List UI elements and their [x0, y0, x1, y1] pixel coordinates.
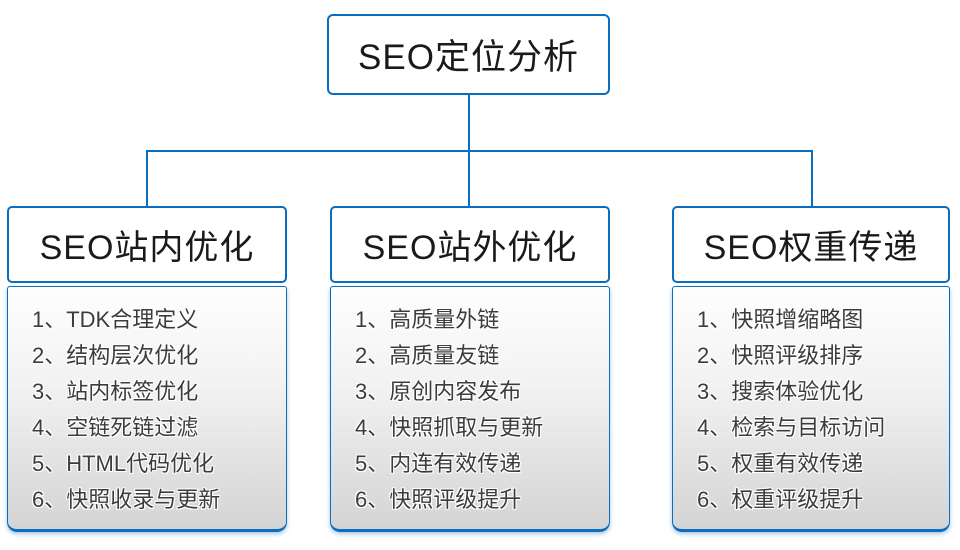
branch-item: 2、快照评级排序: [697, 343, 864, 368]
branch-header-weight: SEO权重传递: [672, 206, 950, 283]
connector-root-stem: [468, 95, 470, 152]
branch-list-offsite: 1、高质量外链 2、高质量友链 3、原创内容发布 4、快照抓取与更新 5、内连有…: [330, 286, 610, 532]
branch-header-onsite: SEO站内优化: [7, 206, 287, 283]
connector-horizontal: [146, 150, 813, 152]
branch-item: 1、TDK合理定义: [32, 307, 199, 332]
branch-title: SEO站内优化: [39, 229, 255, 267]
root-node-label: SEO定位分析: [358, 38, 579, 77]
branch-item: 4、检索与目标访问: [697, 415, 886, 440]
branch-item: 5、权重有效传递: [697, 451, 864, 476]
branch-title: SEO权重传递: [703, 229, 919, 267]
branch-item: 6、快照收录与更新: [32, 487, 221, 512]
branch-title: SEO站外优化: [362, 229, 578, 267]
branch-item: 5、HTML代码优化: [32, 451, 215, 476]
branch-item: 1、快照增缩略图: [697, 307, 864, 332]
branch-header-offsite: SEO站外优化: [330, 206, 610, 283]
branch-item: 6、权重评级提升: [697, 487, 864, 512]
branch-item: 2、高质量友链: [355, 343, 500, 368]
branch-list-onsite: 1、TDK合理定义 2、结构层次优化 3、站内标签优化 4、空链死链过滤 5、H…: [7, 286, 287, 532]
branch-item: 5、内连有效传递: [355, 451, 522, 476]
root-node: SEO定位分析: [327, 14, 610, 95]
branch-item: 4、快照抓取与更新: [355, 415, 544, 440]
branch-item: 3、站内标签优化: [32, 379, 199, 404]
branch-item: 2、结构层次优化: [32, 343, 199, 368]
branch-item: 3、搜索体验优化: [697, 379, 864, 404]
connector-drop-right: [811, 150, 813, 206]
branch-item: 4、空链死链过滤: [32, 415, 199, 440]
connector-drop-middle: [468, 150, 470, 206]
branch-list-weight: 1、快照增缩略图 2、快照评级排序 3、搜索体验优化 4、检索与目标访问 5、权…: [672, 286, 950, 532]
branch-item: 1、高质量外链: [355, 307, 500, 332]
connector-drop-left: [146, 150, 148, 206]
branch-item: 6、快照评级提升: [355, 487, 522, 512]
branch-item: 3、原创内容发布: [355, 379, 522, 404]
